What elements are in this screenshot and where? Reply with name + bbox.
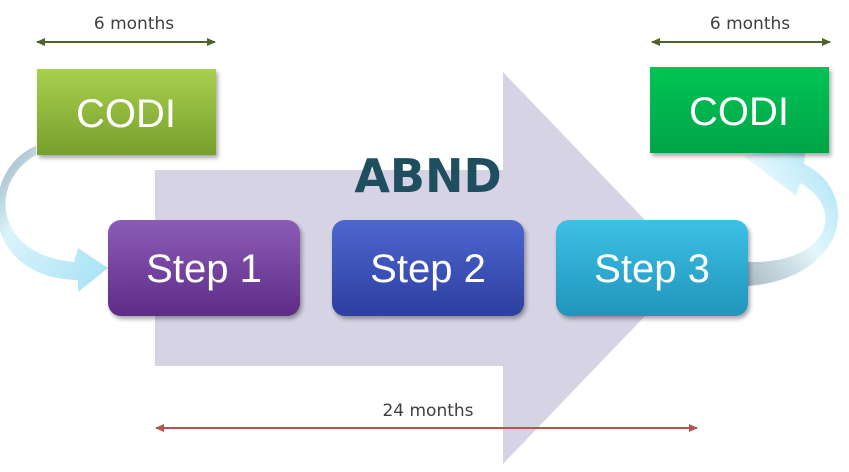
step-2-box (332, 220, 524, 316)
codi-left-box (37, 69, 216, 155)
step-1-box (108, 220, 300, 316)
codi-left-duration: 6 months (94, 14, 174, 34)
left-curved-arrow (0, 146, 108, 292)
codi-left-label: CODI (76, 92, 176, 136)
right-curved-arrow (744, 146, 839, 286)
codi-right-label: CODI (689, 90, 789, 134)
codi-right-duration: 6 months (710, 14, 790, 34)
step-1-label: Step 1 (146, 247, 262, 291)
step-3-label: Step 3 (594, 247, 710, 291)
diagram-title: ABND (354, 149, 501, 203)
step-2-label: Step 2 (370, 247, 486, 291)
codi-right-box (650, 67, 829, 153)
total-duration-label: 24 months (382, 401, 473, 421)
step-3-box (556, 220, 748, 316)
